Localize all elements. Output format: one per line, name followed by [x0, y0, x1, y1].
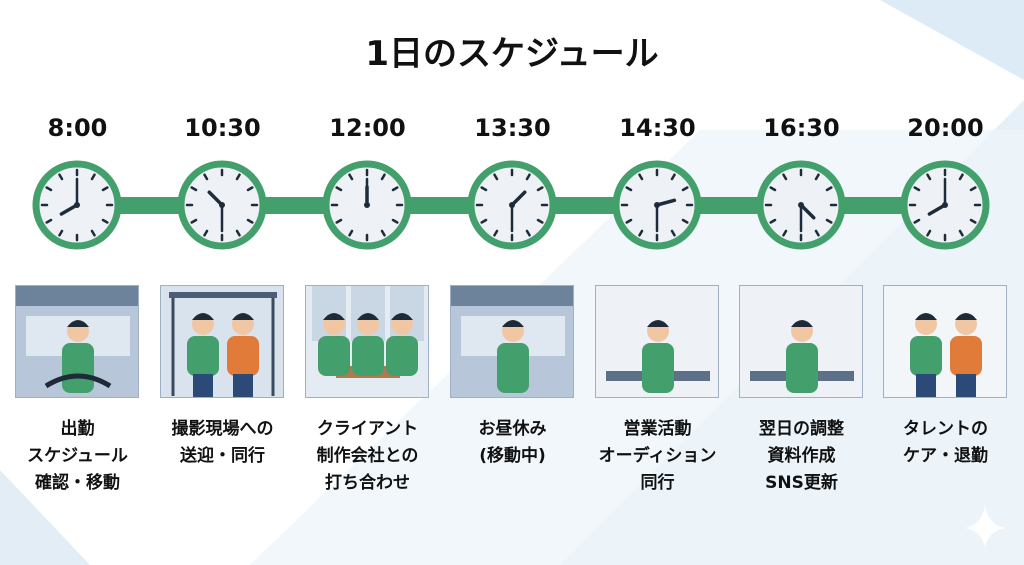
hour-hand	[510, 190, 527, 207]
caption-line: (移動中)	[479, 446, 546, 466]
activity-caption: クライアント制作会社との打ち合わせ	[295, 416, 440, 497]
driving-car-illustration	[15, 285, 139, 398]
activity-caption: お昼休み (移動中)	[440, 416, 585, 470]
desk-work-illustration	[739, 285, 863, 398]
activity-caption: 翌日の調整資料作成 SNS更新	[729, 416, 874, 497]
caption-line: 制作会社との	[316, 446, 419, 466]
schedule-item: 14:30 営業活動オーディション同行	[585, 0, 730, 565]
sparkle-icon	[965, 505, 1005, 548]
schedule-item: 8:00 出勤スケジュール確認・移動	[5, 0, 150, 565]
phone-call-illustration	[595, 285, 719, 398]
caption-line: 翌日の調整	[759, 419, 844, 439]
caption-line: ケア・退勤	[903, 446, 988, 466]
talent-care-illustration	[883, 285, 1007, 398]
hour-hand	[927, 203, 947, 216]
time-label: 16:30	[763, 114, 840, 142]
schedule-item: 16:30 翌日の調整資料作成 SNS更新	[729, 0, 874, 565]
time-label: 8:00	[47, 114, 108, 142]
page-title: 1日のスケジュール	[365, 34, 659, 74]
caption-line: 打ち合わせ	[325, 473, 410, 493]
schedule-item: 10:30 撮影現場への送迎・同行	[150, 0, 295, 565]
time-label: 12:00	[329, 114, 406, 142]
time-label: 14:30	[619, 114, 696, 142]
schedule-item: 12:00 クライアント制作会社との打ち合わせ	[295, 0, 440, 565]
schedule-item: 13:30 お昼休み (移動中)	[440, 0, 585, 565]
activity-caption: 出勤スケジュール確認・移動	[5, 416, 150, 497]
hour-hand	[207, 190, 224, 207]
time-label: 20:00	[907, 114, 984, 142]
clock-icon	[322, 160, 412, 250]
activity-caption: タレントのケア・退勤	[873, 416, 1018, 470]
caption-line: 撮影現場への	[171, 419, 274, 439]
caption-line: タレントの	[903, 419, 988, 439]
caption-line: クライアント	[316, 419, 419, 439]
caption-line: 資料作成	[767, 446, 836, 466]
client-meeting-illustration	[305, 285, 429, 398]
time-label: 10:30	[184, 114, 261, 142]
clock-icon	[756, 160, 846, 250]
caption-line: SNS更新	[765, 473, 838, 493]
caption-line: スケジュール	[27, 446, 128, 466]
clock-icon	[612, 160, 702, 250]
caption-line: 同行	[640, 473, 675, 493]
clock-icon	[900, 160, 990, 250]
caption-line: 確認・移動	[35, 473, 120, 493]
caption-line: 出勤	[60, 419, 95, 439]
time-label: 13:30	[474, 114, 551, 142]
clock-icon	[467, 160, 557, 250]
caption-line: お昼休み	[478, 419, 547, 439]
caption-line: オーディション	[598, 446, 717, 466]
activity-caption: 撮影現場への送迎・同行	[150, 416, 295, 470]
hour-hand	[799, 203, 816, 220]
photo-studio-illustration	[160, 285, 284, 398]
caption-line: 送迎・同行	[180, 446, 265, 466]
caption-line: 営業活動	[623, 419, 692, 439]
activity-caption: 営業活動オーディション同行	[585, 416, 730, 497]
clock-icon	[177, 160, 267, 250]
schedule-item: 20:00 タレントのケア・退勤	[873, 0, 1018, 565]
lunch-in-car-illustration	[450, 285, 574, 398]
clock-icon	[32, 160, 122, 250]
